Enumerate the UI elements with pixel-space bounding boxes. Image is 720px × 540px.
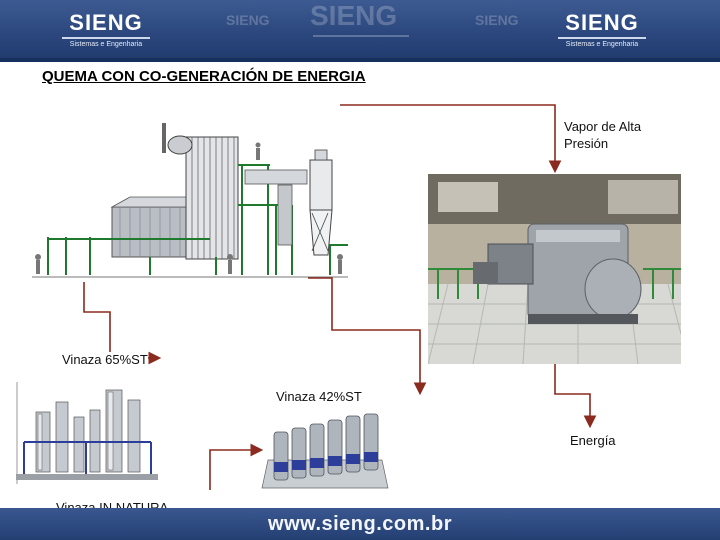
logo-subtitle: Sistemas e Engenharia [69,41,143,48]
steam-connector [340,104,562,174]
vinasse-65-connector [83,282,162,365]
label-steam: Vapor de Alta Presión [564,118,642,152]
label-vinasse-65: Vinaza 65%ST [62,352,148,367]
footer-band: www.sieng.com.br [0,508,720,540]
turbine-room-image [428,174,681,364]
logo-right: SIENG Sistemas e Engenharia [554,10,650,52]
natura-connector [209,443,264,490]
page-title: QUEMA CON CO-GENERACIÓN DE ENERGIA [42,68,366,85]
website-url[interactable]: www.sieng.com.br [268,513,452,535]
energy-connector [554,364,597,429]
logo-left: SIENG Sistemas e Engenharia [58,10,154,52]
logo-subtitle: Sistemas e Engenharia [565,41,639,48]
header-watermark: SIENG [310,0,398,31]
logo-rule [62,37,150,39]
header-watermark-small-right: SIENG [475,12,519,28]
header-watermark-rule [313,35,409,37]
evaporator-plant-image [16,382,158,484]
header-stripe [0,58,720,62]
logo-name: SIENG [69,10,143,35]
vinasse-42-connector [308,277,427,396]
label-energy: Energía [570,433,616,448]
header-watermark-small-left: SIENG [226,12,270,28]
label-steam-line1: Vapor de Alta [564,119,642,134]
logo-rule [558,37,646,39]
label-vinasse-42: Vinaza 42%ST [276,389,362,404]
header-band: SIENG SIENG SIENG SIENG Sistemas e Engen… [0,0,720,62]
logo-name: SIENG [565,10,639,35]
label-steam-line2: Presión [564,136,609,151]
boiler-plant-image [30,115,352,283]
concentrator-image [260,410,392,494]
